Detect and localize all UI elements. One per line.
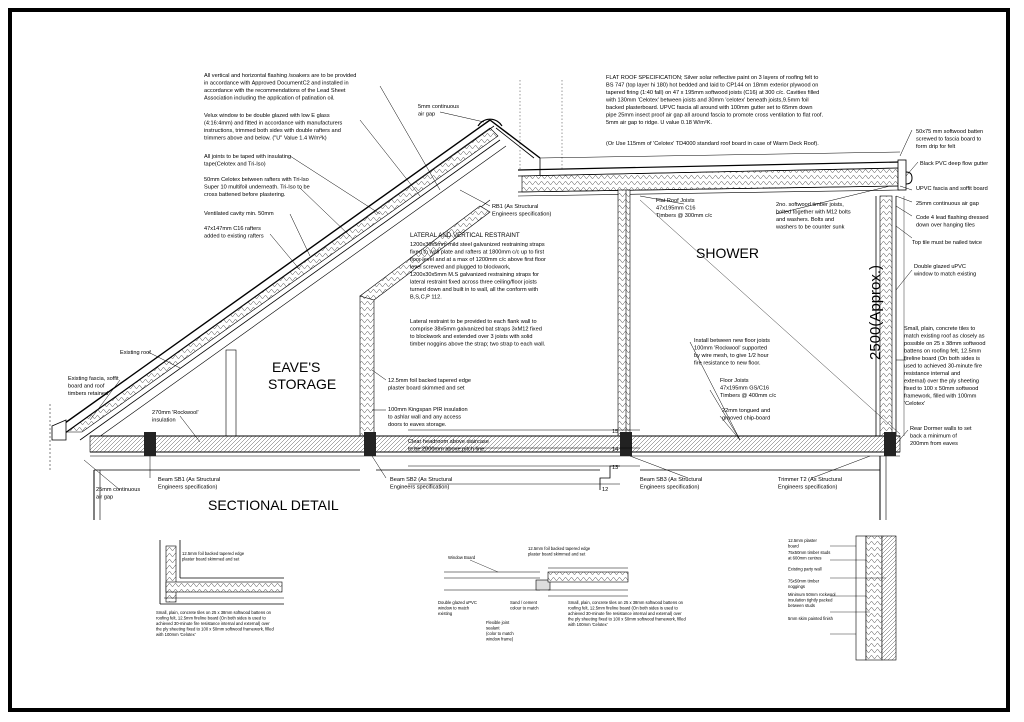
svg-text:Window Board: Window Board [448, 555, 476, 560]
leader-lines [83, 85, 919, 491]
svg-text:Small, plain, concrete tiles o: Small, plain, concrete tiles on 25 x 38m… [568, 600, 686, 627]
svg-text:All vertical and horizontal fl: All vertical and horizontal flashing /so… [204, 73, 356, 102]
svg-text:14: 14 [612, 447, 618, 453]
detail-2: Window Board 12.5mm foil backed tapered … [438, 546, 686, 642]
svg-text:Black PVC deep flow gutter: Black PVC deep flow gutter [920, 161, 988, 167]
svg-text:All joints to be taped with in: All joints to be taped with insulatingta… [204, 154, 291, 168]
svg-text:12: 12 [602, 487, 608, 493]
svg-text:Existing roof: Existing roof [120, 350, 151, 356]
svg-text:FLAT ROOF SPECIFICATION; Silv: FLAT ROOF SPECIFICATION; Silver solar re… [605, 75, 823, 126]
svg-text:15: 15 [612, 429, 618, 435]
drawing-border [8, 8, 1010, 712]
svg-text:Ventilated cavity min. 50mm: Ventilated cavity min. 50mm [204, 211, 274, 217]
svg-text:50mm Celotex between rafters w: 50mm Celotex between rafters with Tri-Is… [204, 177, 310, 198]
partition-wall [617, 189, 631, 439]
svg-text:Velux window to be double glaz: Velux window to be double glazed with lo… [204, 113, 343, 142]
ashlar-wall [359, 295, 375, 437]
svg-text:25mm continuous air gap: 25mm continuous air gap [916, 201, 979, 207]
room-shower: SHOWER [696, 245, 759, 261]
svg-text:LATERAL AND VERTICAL RESTRAINT: LATERAL AND VERTICAL RESTRAINT [410, 232, 520, 239]
svg-text:13: 13 [612, 465, 618, 471]
height-dimension: 2500(Approx.) [867, 265, 884, 360]
roof-structure [49, 80, 913, 520]
main-annotations: All vertical and horizontal flashing /so… [68, 73, 988, 513]
svg-text:1200x30x5mm mild steel galvani: 1200x30x5mm mild steel galvanized restra… [410, 242, 546, 301]
svg-text:2no. softwood timber joists,bo: 2no. softwood timber joists,bolted toget… [775, 202, 851, 231]
svg-text:Top tile must be nailed twice: Top tile must be nailed twice [912, 240, 982, 246]
gutter-shape [905, 171, 913, 185]
ridge-tile [477, 118, 503, 127]
pitched-roof-insulation [65, 127, 499, 433]
svg-text:UPVC fascia and soffit board: UPVC fascia and soffit board [916, 186, 988, 192]
svg-text:Lateral restraint to be provid: Lateral restraint to be provided to each… [410, 319, 546, 348]
floor-zone [89, 435, 901, 453]
sectional-detail-title: SECTIONAL DETAIL [208, 497, 339, 513]
svg-text:(Or Use 115mm of 'Celotex' TD4: (Or Use 115mm of 'Celotex' TD4000 standa… [606, 141, 819, 147]
svg-text:270mm 'Rockwool'insulation: 270mm 'Rockwool'insulation [152, 410, 199, 424]
svg-text:Small, plain, concrete tiles o: Small, plain, concrete tiles on 25 x 38m… [156, 610, 274, 637]
